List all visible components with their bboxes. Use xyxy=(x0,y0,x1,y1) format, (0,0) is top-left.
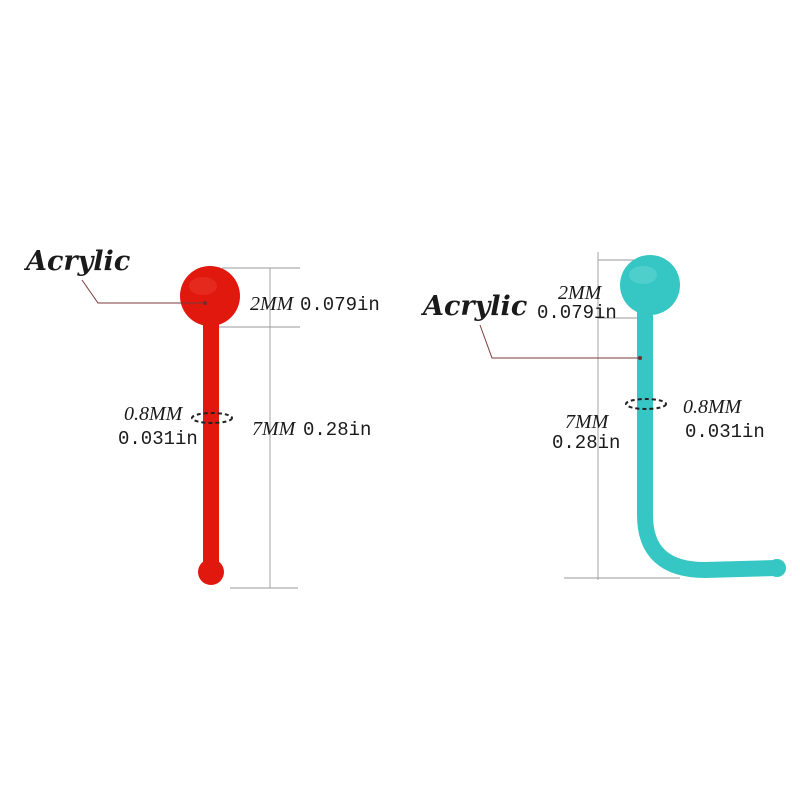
right-length-mm: 7MM xyxy=(565,411,610,433)
left-gauge-ring xyxy=(191,412,233,424)
left-leader-dot xyxy=(203,301,207,305)
right-gauge-in: 0.031in xyxy=(685,421,765,443)
right-post xyxy=(637,292,784,578)
left-ball-top xyxy=(180,266,240,326)
right-length-in: 0.28in xyxy=(552,432,620,454)
right-gauge-ring xyxy=(625,398,667,410)
left-ball-dim-in: 0.079in xyxy=(300,294,380,316)
right-dimension-lines xyxy=(564,252,680,580)
left-material-label: Acrylic xyxy=(23,246,130,277)
right-ball-highlight xyxy=(629,266,657,284)
left-post xyxy=(203,300,219,575)
left-gauge-mm: 0.8MM xyxy=(124,403,184,425)
right-leader-line xyxy=(479,324,640,359)
right-nose-stud: Acrylic 2MM 0.079in 7MM 0.28in 0.8MM 0.0… xyxy=(420,252,786,580)
right-ball-dim-mm: 2MM xyxy=(558,282,603,304)
right-ball-top xyxy=(620,255,680,315)
left-ball-dim-mm: 2MM xyxy=(250,293,295,315)
left-end-bead xyxy=(198,559,224,585)
right-ball-dim-in: 0.079in xyxy=(537,302,617,324)
right-leader-dot xyxy=(638,356,642,360)
right-end-tip xyxy=(768,559,786,577)
left-length-in: 0.28in xyxy=(303,419,371,441)
left-length-mm: 7MM xyxy=(252,418,297,440)
left-dimension-lines xyxy=(216,267,300,589)
left-nose-stud: Acrylic 2MM 0.079in 0.8MM 0.031in 7MM 0.… xyxy=(23,246,380,589)
right-material-label: Acrylic xyxy=(420,291,527,322)
right-gauge-mm: 0.8MM xyxy=(683,396,743,418)
left-ball-highlight xyxy=(189,277,217,295)
left-gauge-in: 0.031in xyxy=(118,428,198,450)
left-leader-line xyxy=(81,279,205,304)
